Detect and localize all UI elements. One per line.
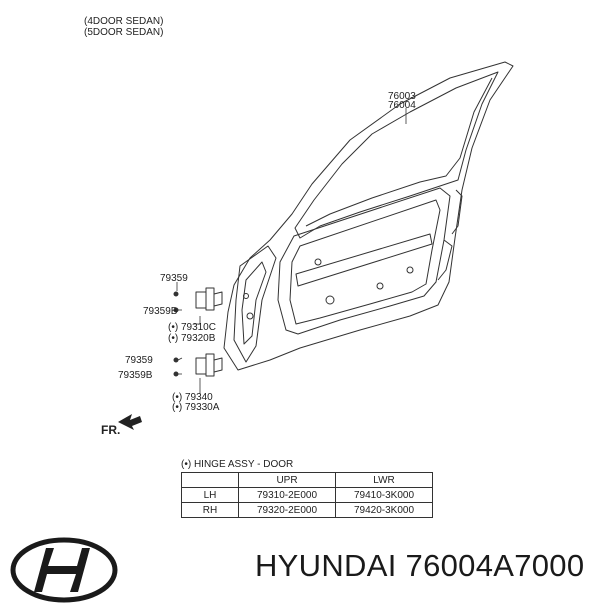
hinge-assy-table: UPR LWR LH 79310-2E000 79410-3K000 RH 79…: [181, 472, 433, 518]
upper-hinge: [195, 287, 223, 311]
model-note-4door: (4DOOR SEDAN): [84, 16, 164, 27]
front-arrow-icon: [118, 414, 142, 430]
bolt-glyphs: [173, 291, 179, 377]
table-cell-lwr: 79420-3K000: [335, 502, 433, 518]
lower-hinge: [195, 353, 223, 377]
table-corner-cell: [181, 472, 239, 488]
part-number-caption: HYUNDAI 76004A7000: [255, 548, 585, 583]
label-79340: (•) 79340: [172, 392, 213, 403]
label-79359b-upper: 79359B: [143, 306, 178, 317]
door-inner-panel: [277, 187, 451, 335]
table-cell-upr: 79320-2E000: [238, 502, 336, 518]
door-outer-frame: [223, 61, 514, 371]
table-cell-lwr: 79410-3K000: [335, 487, 433, 503]
hinge-pillar: [233, 245, 277, 363]
table-cell-side: RH: [181, 502, 239, 518]
front-direction-label: FR.: [101, 423, 120, 437]
table-cell-side: LH: [181, 487, 239, 503]
leader-lines: [176, 108, 407, 394]
model-note-5door: (5DOOR SEDAN): [84, 27, 164, 38]
label-76003: 76003: [388, 91, 416, 102]
table-row: LH 79310-2E000 79410-3K000: [181, 487, 433, 503]
label-79359-lower: 79359: [125, 355, 153, 366]
label-79310c: (•) 79310C: [168, 322, 216, 333]
hinge-table-title: (•) HINGE ASSY - DOOR: [181, 459, 294, 470]
table-header-upr: UPR: [238, 472, 336, 488]
label-79359b-lower: 79359B: [118, 370, 153, 381]
window-frame-inner: [294, 71, 499, 239]
hyundai-logo-icon: [10, 537, 118, 603]
label-79359-upper: 79359: [160, 273, 188, 284]
table-row: RH 79320-2E000 79420-3K000: [181, 502, 433, 518]
table-cell-upr: 79310-2E000: [238, 487, 336, 503]
model-notes: (4DOOR SEDAN) (5DOOR SEDAN): [84, 16, 163, 38]
label-79330a: (•) 79330A: [172, 402, 220, 413]
label-79320b: (•) 79320B: [168, 333, 216, 344]
impact-beam: [295, 233, 433, 287]
table-header-lwr: LWR: [335, 472, 433, 488]
table-header-row: UPR LWR: [181, 472, 433, 488]
label-76004: 76004: [388, 100, 416, 111]
